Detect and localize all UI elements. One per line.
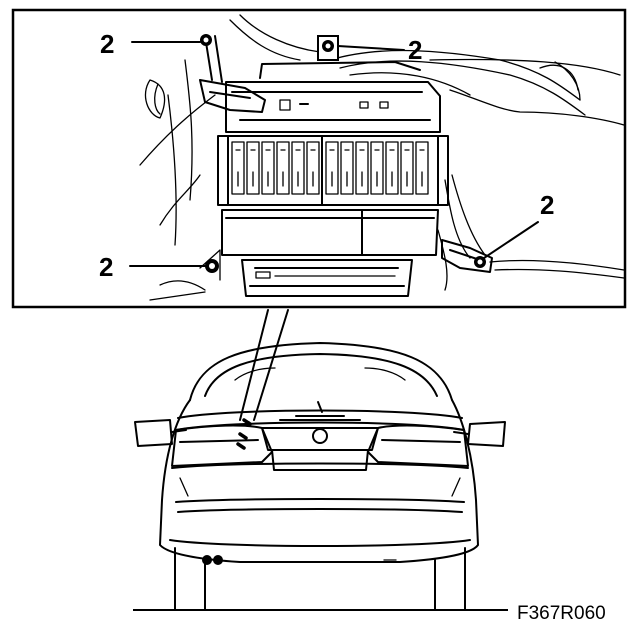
leader-lines: [129, 41, 539, 267]
callout-top-left: 2: [100, 29, 114, 59]
zoom-leader: [239, 309, 289, 421]
callout-right: 2: [540, 190, 554, 220]
wheel-arch-lines: [174, 547, 466, 611]
license-plate-recess: [271, 449, 369, 471]
side-connector: [441, 239, 493, 273]
callout-bottom-left: 2: [99, 252, 113, 282]
install-location-marks: [236, 418, 252, 450]
leader-line-top-center: [337, 45, 405, 51]
nut-bottom-left: [205, 259, 219, 273]
fastener-nuts: [200, 34, 486, 273]
unit-lower-housing: [221, 209, 439, 256]
tailgate-upper-edge: [177, 409, 463, 419]
nut-top-center: [317, 35, 339, 61]
leader-line-right: [483, 221, 539, 259]
side-mirror-right: [453, 421, 506, 447]
tail-light-left: [171, 424, 273, 467]
tail-light-right: [367, 424, 469, 467]
fuse-relay-block: [217, 135, 449, 206]
side-mirror-left: [134, 419, 187, 447]
detail-inset: 2 2 2 2: [11, 8, 627, 309]
rear-window: [189, 342, 453, 401]
tailgate-handle: [261, 401, 379, 451]
car-rear-view: [134, 342, 506, 611]
unit-upper-housing: [225, 61, 441, 133]
figure-reference: F367R060: [517, 603, 606, 624]
callout-top-center: 2: [408, 35, 422, 65]
cover-tray: [241, 259, 413, 297]
brand-emblem: [312, 428, 328, 444]
nut-right: [474, 256, 486, 268]
car-body-outline: [159, 399, 479, 563]
rear-bumper: [169, 477, 471, 565]
nut-top-left: [200, 34, 212, 46]
